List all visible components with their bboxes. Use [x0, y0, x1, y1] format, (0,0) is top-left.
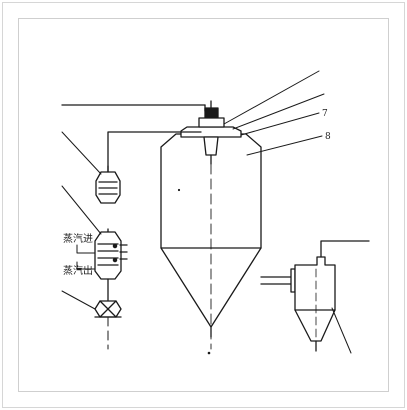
label-steam-out: 蒸汽出: [63, 264, 93, 277]
air-blower: [61, 290, 122, 350]
exhaust-duct: [260, 276, 292, 285]
callout-7: 7: [322, 109, 328, 119]
outlet-mark: [207, 351, 211, 355]
chamber-mark: [177, 188, 181, 192]
diagram-canvas: 7 8: [18, 18, 389, 392]
atomizer-head: [180, 100, 242, 165]
label-steam-in: 蒸汽进: [63, 232, 93, 245]
spray-dryer-diagram: 7 8: [61, 70, 370, 355]
atomizer-motor: [204, 107, 219, 119]
callout-8: 8: [325, 132, 331, 142]
cyclone-separator: [290, 240, 370, 354]
air-filter: [61, 131, 121, 204]
steam-heater: [61, 185, 128, 301]
drying-chamber: [160, 133, 262, 350]
callout-lines: [223, 70, 325, 156]
